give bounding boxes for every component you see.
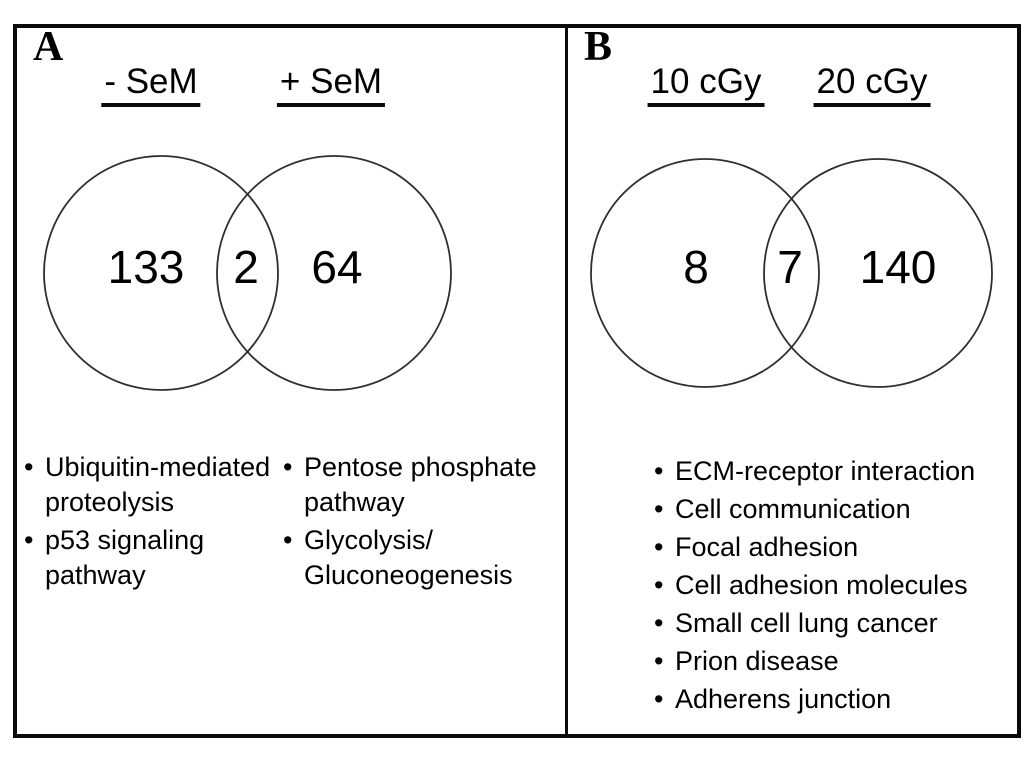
panel-b-right-set-label: 20 cGy [813, 62, 931, 107]
bullet-icon: • [24, 452, 34, 482]
pathway-item: • p53 signaling pathway [24, 523, 280, 593]
pathway-text: Cell communication [675, 494, 911, 524]
pathway-text: Glycolysis/ Gluconeogenesis [304, 525, 513, 590]
panel-a-left-pathway-list: • Ubiquitin-mediated proteolysis • p53 s… [24, 450, 280, 596]
bullet-icon: • [654, 494, 664, 524]
bullet-icon: • [654, 684, 664, 714]
panel-b-overlap-count: 7 [777, 241, 803, 293]
bullet-icon: • [654, 532, 664, 562]
panel-b-pathway-list: • ECM-receptor interaction • Cell commun… [654, 452, 994, 718]
panel-a-overlap-count: 2 [233, 241, 259, 293]
pathway-item: • Glycolysis/ Gluconeogenesis [283, 523, 549, 593]
pathway-text: Ubiquitin-mediated proteolysis [45, 452, 271, 517]
pathway-item: • Cell communication [654, 490, 994, 528]
panel-b-right-count: 140 [859, 241, 937, 293]
pathway-item: • Adherens junction [654, 680, 994, 718]
bullet-icon: • [654, 608, 664, 638]
bullet-icon: • [283, 452, 293, 482]
pathway-item: • Pentose phosphate pathway [283, 450, 549, 520]
panel-a-right-set-label: + SeM [276, 62, 386, 107]
pathway-text: Cell adhesion molecules [675, 570, 968, 600]
panel-b-label: B [584, 24, 613, 70]
pathway-text: Small cell lung cancer [675, 608, 938, 638]
pathway-text: Prion disease [675, 646, 839, 676]
pathway-text: Focal adhesion [675, 532, 859, 562]
pathway-text: Pentose phosphate pathway [304, 452, 537, 517]
pathway-item: • Ubiquitin-mediated proteolysis [24, 450, 280, 520]
pathway-item: • Prion disease [654, 642, 994, 680]
panel-divider [565, 24, 568, 738]
panel-b-left-set-label: 10 cGy [647, 62, 765, 107]
bullet-icon: • [654, 646, 664, 676]
panel-b-left-count: 8 [683, 241, 709, 293]
panel-a-right-count: 64 [311, 241, 363, 293]
bullet-icon: • [654, 570, 664, 600]
panel-a-left-set-label: - SeM [101, 62, 201, 107]
bullet-icon: • [24, 525, 34, 555]
pathway-text: Adherens junction [675, 684, 892, 714]
pathway-item: • ECM-receptor interaction [654, 452, 994, 490]
bullet-icon: • [654, 456, 664, 486]
pathway-text: ECM-receptor interaction [675, 456, 976, 486]
panel-a-left-count: 133 [107, 241, 185, 293]
panel-a-right-pathway-list: • Pentose phosphate pathway • Glycolysis… [283, 450, 549, 596]
bullet-icon: • [283, 525, 293, 555]
pathway-text: p53 signaling pathway [45, 525, 205, 590]
panel-a-label: A [33, 24, 64, 70]
pathway-item: • Focal adhesion [654, 528, 994, 566]
pathway-item: • Small cell lung cancer [654, 604, 994, 642]
pathway-item: • Cell adhesion molecules [654, 566, 994, 604]
